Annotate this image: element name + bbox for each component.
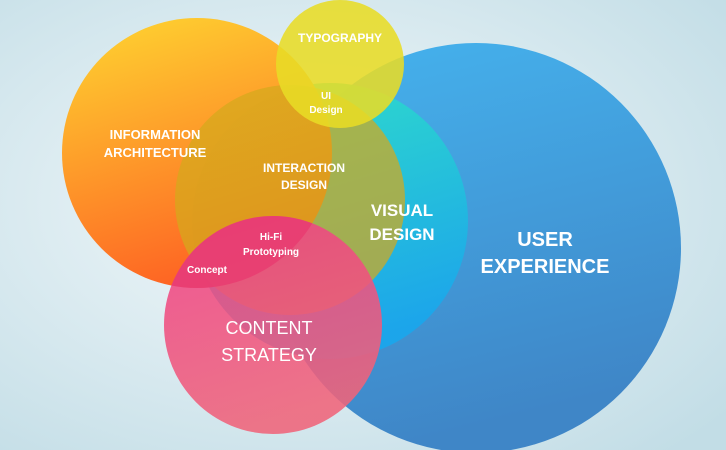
- interaction-design-label-line2: DESIGN: [281, 178, 327, 192]
- typography-label: TYPOGRAPHY: [298, 31, 382, 45]
- ui-design-label-line1: UI: [321, 91, 331, 102]
- visual-design-label-line2: DESIGN: [369, 225, 434, 244]
- visual-design-label-line1: VISUAL: [371, 201, 433, 220]
- concept-label: Concept: [187, 265, 228, 276]
- user-experience-label-line2: EXPERIENCE: [481, 256, 610, 278]
- typography-circle: [276, 0, 404, 128]
- content-strategy-label-line2: STRATEGY: [221, 345, 317, 365]
- content-strategy-label-line1: CONTENT: [226, 318, 313, 338]
- ui-design-label-line2: Design: [309, 105, 342, 116]
- user-experience-label-line1: USER: [517, 229, 573, 251]
- information-architecture-label-line1: INFORMATION: [110, 127, 201, 142]
- information-architecture-label-line2: ARCHITECTURE: [104, 145, 207, 160]
- hifi-prototyping-label-line2: Prototyping: [243, 247, 299, 258]
- hifi-prototyping-label-line1: Hi-Fi: [260, 232, 282, 243]
- interaction-design-label-line1: INTERACTION: [263, 161, 345, 175]
